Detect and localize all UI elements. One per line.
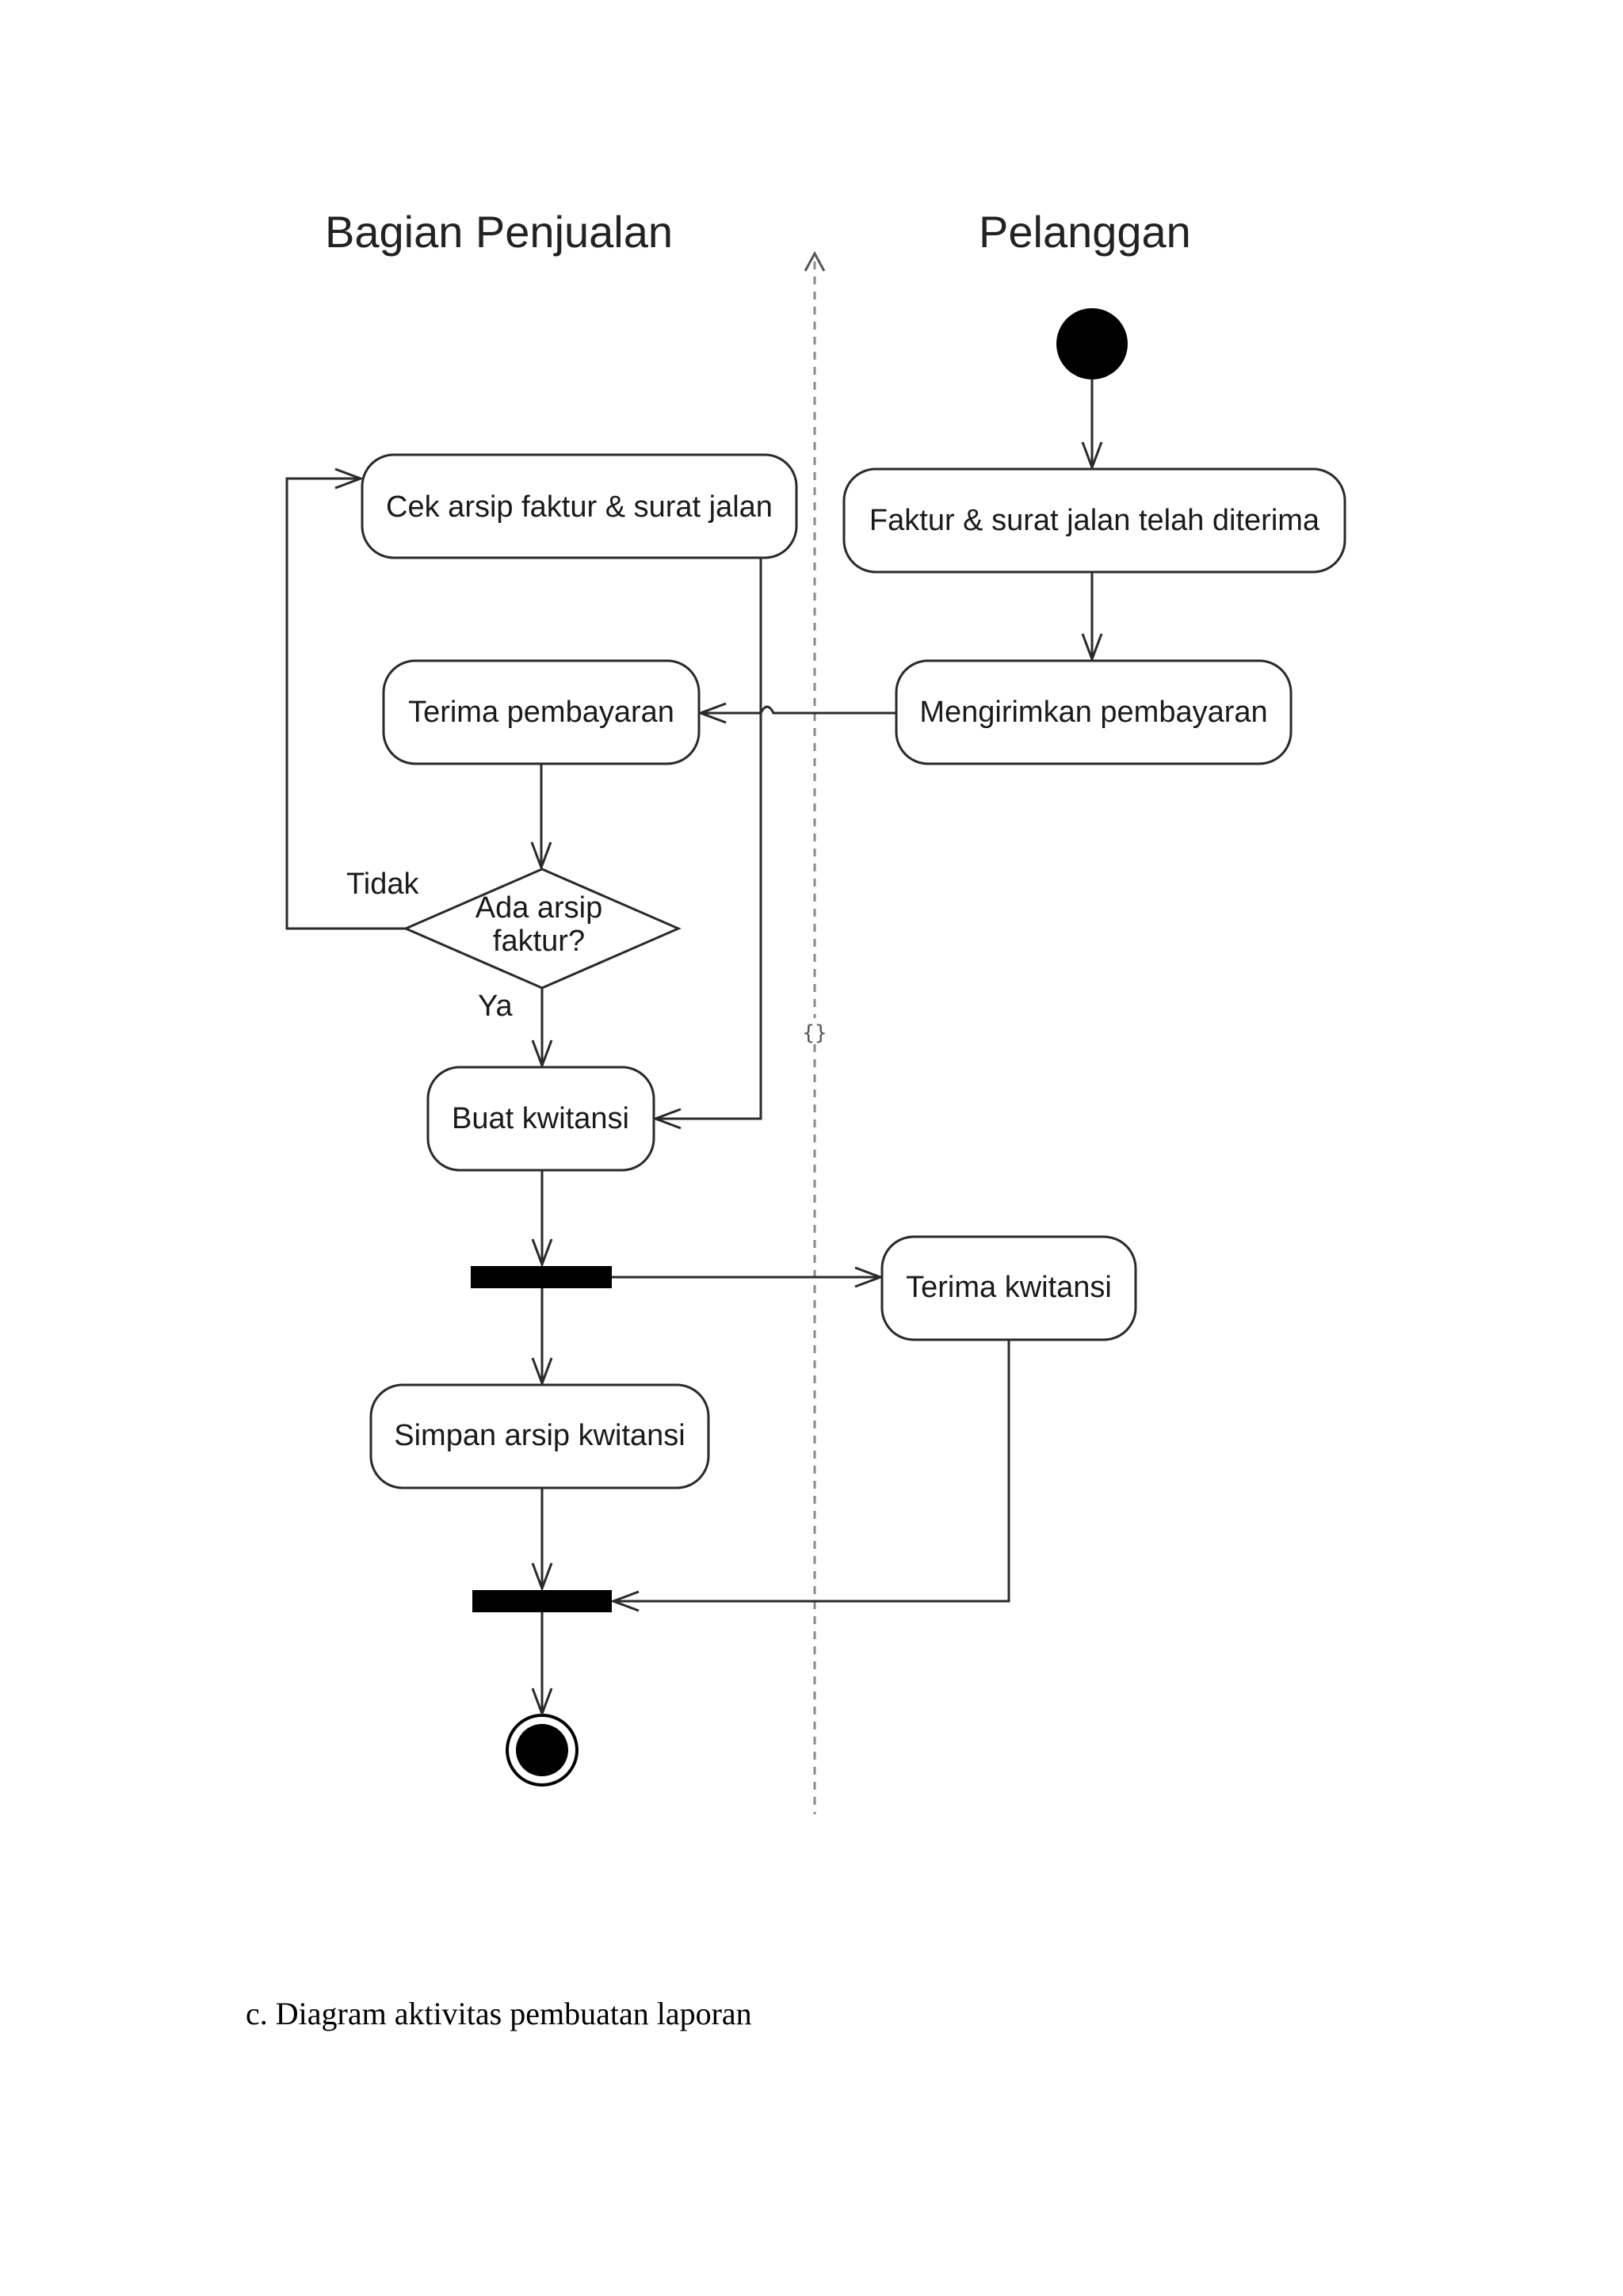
divider-top-caret-icon: [804, 250, 826, 272]
decision-ada-arsip-faktur: Ada arsip faktur?: [403, 868, 682, 990]
activity-terima-kwitansi: Terima kwitansi: [880, 1235, 1137, 1341]
guard-tidak: Tidak: [346, 868, 420, 901]
activity-buat-kwitansi: Buat kwitansi: [426, 1066, 655, 1172]
activity-label: Mengirimkan pembayaran: [919, 696, 1267, 729]
fork-bar: [471, 1266, 612, 1288]
lane-title-bagian-penjualan: Bagian Penjualan: [325, 207, 673, 257]
decision-label-line2: faktur?: [493, 925, 585, 958]
edge-decision-tidak-to-cek-arsip: [285, 479, 406, 930]
activity-label: Terima kwitansi: [906, 1271, 1112, 1304]
activity-mengirimkan-pembayaran: Mengirimkan pembayaran: [895, 659, 1293, 765]
activity-faktur-diterima: Faktur & surat jalan telah diterima: [842, 467, 1346, 574]
figure-caption: c. Diagram aktivitas pembuatan laporan: [246, 1996, 752, 2031]
decision-label-line1: Ada arsip: [475, 891, 603, 925]
edge-cek-arsip-to-buat-kwitansi: [655, 558, 762, 1119]
activity-terima-pembayaran: Terima pembayaran: [382, 659, 701, 765]
activity-label: Buat kwitansi: [452, 1102, 629, 1135]
lane-title-pelanggan: Pelanggan: [979, 207, 1191, 257]
guard-ya: Ya: [478, 990, 514, 1023]
activity-simpan-arsip: Simpan arsip kwitansi: [369, 1383, 710, 1489]
activity-cek-arsip: Cek arsip faktur & surat jalan: [361, 453, 798, 559]
final-node: [506, 1714, 579, 1787]
edge-terima-kwitansi-to-join: [613, 1340, 1010, 1601]
activity-label: Terima pembayaran: [408, 696, 674, 729]
activity-label: Simpan arsip kwitansi: [394, 1419, 685, 1452]
activity-label: Faktur & surat jalan telah diterima: [869, 504, 1320, 537]
edge-mengirimkan-to-terima-pembayaran: [701, 707, 896, 713]
initial-node: [1056, 308, 1128, 379]
join-bar: [472, 1590, 612, 1612]
activity-label: Cek arsip faktur & surat jalan: [386, 490, 773, 524]
divider-marker: {}: [802, 1021, 827, 1045]
